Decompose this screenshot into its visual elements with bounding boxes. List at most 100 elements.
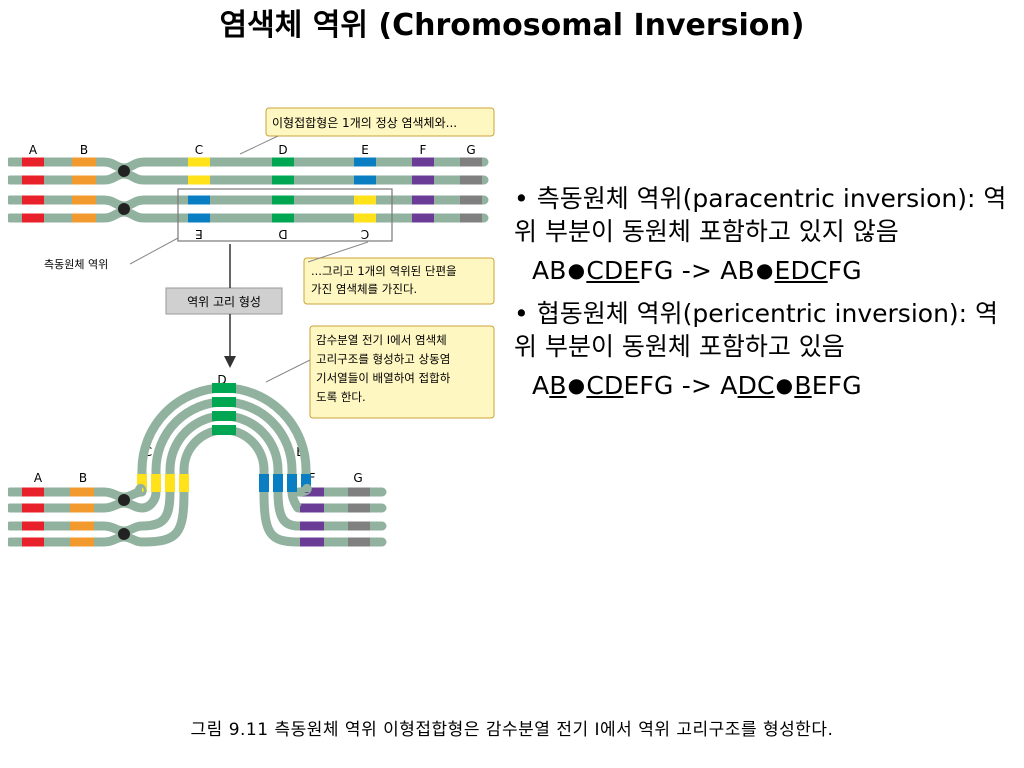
figure-caption: 그림 9.11 측동원체 역위 이형접합형은 감수분열 전기 I에서 역위 고리…	[190, 720, 834, 740]
inverted-gene-label: E	[195, 227, 203, 241]
callout-text: 도록 한다.	[316, 390, 366, 404]
gene-band	[412, 195, 434, 205]
gene-label: F	[309, 471, 316, 485]
gene-band	[70, 487, 94, 497]
example-paracentric: AB●CDEFG -> AB●EDCFG	[532, 254, 1014, 287]
loop-connector	[141, 491, 189, 547]
inverted-segment-box	[177, 188, 393, 242]
loop-connector	[287, 491, 302, 511]
gene-band	[70, 521, 94, 531]
example-inverted-segment: CDE	[586, 256, 640, 285]
gene-band	[72, 195, 96, 205]
gene-band	[272, 175, 294, 185]
gene-label: F	[420, 143, 427, 157]
gene-band	[348, 487, 370, 497]
gene-band	[348, 521, 370, 531]
gene-band	[22, 503, 44, 513]
gene-label: B	[79, 471, 87, 485]
loop-connector	[134, 483, 147, 497]
gene-label: G	[466, 143, 475, 157]
example-inverted-segment: CD	[586, 371, 624, 400]
loop-connector	[297, 483, 312, 497]
gene-label: A	[29, 143, 38, 157]
centromere-dot: ●	[567, 258, 586, 282]
loop-strand	[179, 425, 269, 492]
gene-band	[72, 157, 96, 167]
gene-label: C	[195, 143, 203, 157]
gene-band	[460, 175, 482, 185]
gene-band	[460, 157, 482, 167]
callout-text: 이형접합형은 1개의 정상 염색체와...	[272, 116, 457, 130]
example-pericentric: AB●CDEFG -> ADC●BEFG	[532, 369, 1014, 402]
gene-band	[22, 157, 44, 167]
inverted-gene-label: D	[278, 227, 287, 241]
gene-band	[354, 157, 376, 167]
centromere	[118, 494, 130, 506]
step-label: 역위 고리 형성	[187, 295, 261, 309]
example-inverted-segment: B	[794, 371, 812, 400]
gene-band	[412, 213, 434, 223]
gene-band	[72, 213, 96, 223]
slide-title: 염색체 역위 (Chromosomal Inversion)	[219, 8, 805, 43]
gene-label: A	[34, 471, 43, 485]
arrow-head	[224, 356, 236, 368]
gene-label: B	[80, 143, 88, 157]
loop-connector	[273, 491, 299, 531]
gene-band	[70, 503, 94, 513]
gene-band	[300, 487, 324, 497]
centromere-dot: ●	[567, 373, 586, 397]
gene-band	[22, 521, 44, 531]
inversion-loop-diagram: A B C D E F G E D C 이형접합형은 1개의 정상 염색체와... 측동원체 역위..…	[8, 107, 495, 547]
gene-band	[354, 195, 376, 205]
gene-band	[412, 157, 434, 167]
loop-connector	[141, 491, 175, 531]
callout-box	[303, 257, 495, 305]
gene-band	[460, 195, 482, 205]
step-box	[165, 287, 283, 315]
gene-label: G	[353, 471, 362, 485]
gene-band	[348, 503, 370, 513]
gene-label: D	[278, 143, 287, 157]
gene-band	[272, 195, 294, 205]
gene-label: E	[361, 143, 369, 157]
inverted-gene-label: C	[361, 227, 369, 241]
callout-text: 감수분열 전기 I에서 염색체	[316, 333, 447, 347]
gene-band	[22, 213, 44, 223]
example-part: EFG -> A	[623, 371, 738, 400]
gene-band	[22, 195, 44, 205]
gene-band	[354, 175, 376, 185]
bullet-list: • 측동원체 역위(paracentric inversion): 역위 부분이…	[514, 182, 1014, 412]
gene-band	[412, 175, 434, 185]
example-part: AB	[532, 256, 567, 285]
bullet-paracentric: • 측동원체 역위(paracentric inversion): 역위 부분이…	[514, 184, 1007, 246]
side-label-pointer	[129, 237, 179, 265]
gene-band	[22, 487, 44, 497]
loop-connector	[141, 491, 161, 513]
callout-text: ...그리고 1개의 역위된 단편을	[311, 264, 457, 278]
gene-band	[72, 175, 96, 185]
centromere-dot: ●	[755, 258, 774, 282]
centromere-dot: ●	[775, 373, 794, 397]
example-part: EFG	[811, 371, 862, 400]
gene-band	[22, 175, 44, 185]
centromere	[118, 528, 130, 540]
callout-pointer	[307, 241, 369, 263]
example-part: A	[532, 371, 550, 400]
example-inverted-segment: DC	[737, 371, 775, 400]
example-inverted-segment: EDC	[774, 256, 828, 285]
bullet-pericentric: • 협동원체 역위(pericentric inversion): 역위 부분이…	[514, 299, 999, 361]
callout-pointer	[265, 359, 311, 383]
gene-band	[188, 175, 210, 185]
callout-text: 고리구조를 형성하고 상동염	[316, 352, 450, 366]
centromere	[118, 203, 130, 215]
gene-band	[70, 537, 94, 547]
gene-band	[188, 195, 210, 205]
example-part: FG -> AB	[639, 256, 755, 285]
gene-band	[188, 157, 210, 167]
example-inverted-segment: B	[549, 371, 567, 400]
gene-band	[300, 521, 324, 531]
side-label: 측동원체 역위	[44, 258, 108, 271]
callout-pointer	[239, 135, 279, 155]
callout-box	[309, 325, 495, 419]
example-part: FG	[827, 256, 862, 285]
